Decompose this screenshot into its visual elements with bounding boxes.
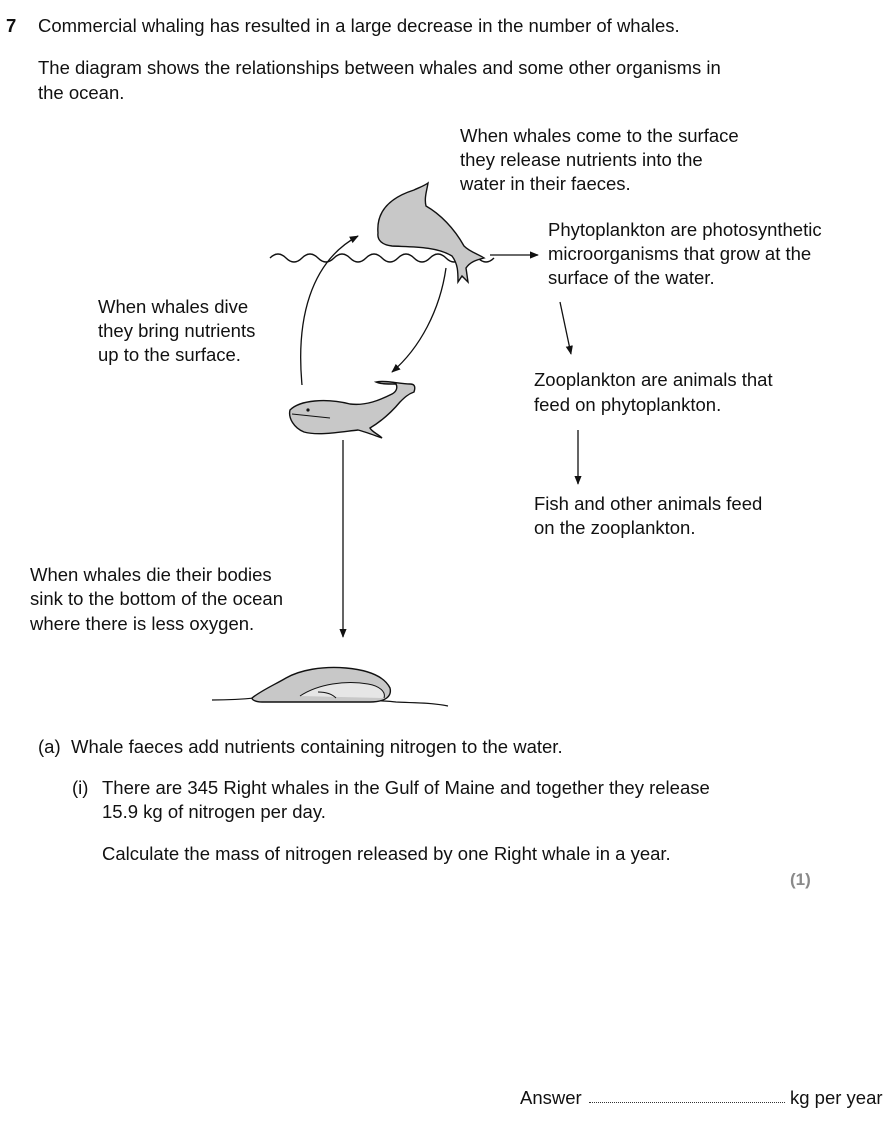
arrow-dive-down	[392, 268, 446, 372]
answer-field[interactable]	[589, 1102, 785, 1103]
part-a-text: Whale faeces add nutrients containing ni…	[71, 735, 563, 760]
die-text-line-2: sink to the bottom of the ocean	[30, 587, 283, 612]
part-a-label: (a)	[38, 735, 61, 760]
fish-text-line-2: on the zooplankton.	[534, 516, 696, 541]
zoo-text-line-1: Zooplankton are animals that	[534, 368, 773, 393]
surfacing-whale-icon	[378, 183, 484, 282]
marks-indicator: (1)	[790, 868, 811, 893]
part-a-i-label: (i)	[72, 776, 88, 801]
fish-text-line-1: Fish and other animals feed	[534, 492, 762, 517]
die-text-line-1: When whales die their bodies	[30, 563, 272, 588]
surface-text-line-1: When whales come to the surface	[460, 124, 739, 149]
dive-text-line-1: When whales dive	[98, 295, 248, 320]
part-a-i-instruction: Calculate the mass of nitrogen released …	[102, 842, 671, 867]
surface-text-line-3: water in their faeces.	[460, 172, 631, 197]
dive-text-line-2: they bring nutrients	[98, 319, 255, 344]
phyto-text-line-1: Phytoplankton are photosynthetic	[548, 218, 822, 243]
diving-whale-icon	[290, 381, 415, 438]
part-a-i-line-1: There are 345 Right whales in the Gulf o…	[102, 776, 710, 801]
arrow-phyto-to-zoo	[560, 302, 571, 354]
answer-unit: kg per year	[790, 1086, 883, 1111]
phyto-text-line-2: microorganisms that grow at the	[548, 242, 811, 267]
die-text-line-3: where there is less oxygen.	[30, 612, 254, 637]
zoo-text-line-2: feed on phytoplankton.	[534, 393, 721, 418]
part-a-i-line-2: 15.9 kg of nitrogen per day.	[102, 800, 326, 825]
answer-label: Answer	[520, 1086, 582, 1111]
dead-whale-icon	[212, 667, 448, 706]
surface-text-line-2: they release nutrients into the	[460, 148, 703, 173]
dive-text-line-3: up to the surface.	[98, 343, 241, 368]
phyto-text-line-3: surface of the water.	[548, 266, 715, 291]
